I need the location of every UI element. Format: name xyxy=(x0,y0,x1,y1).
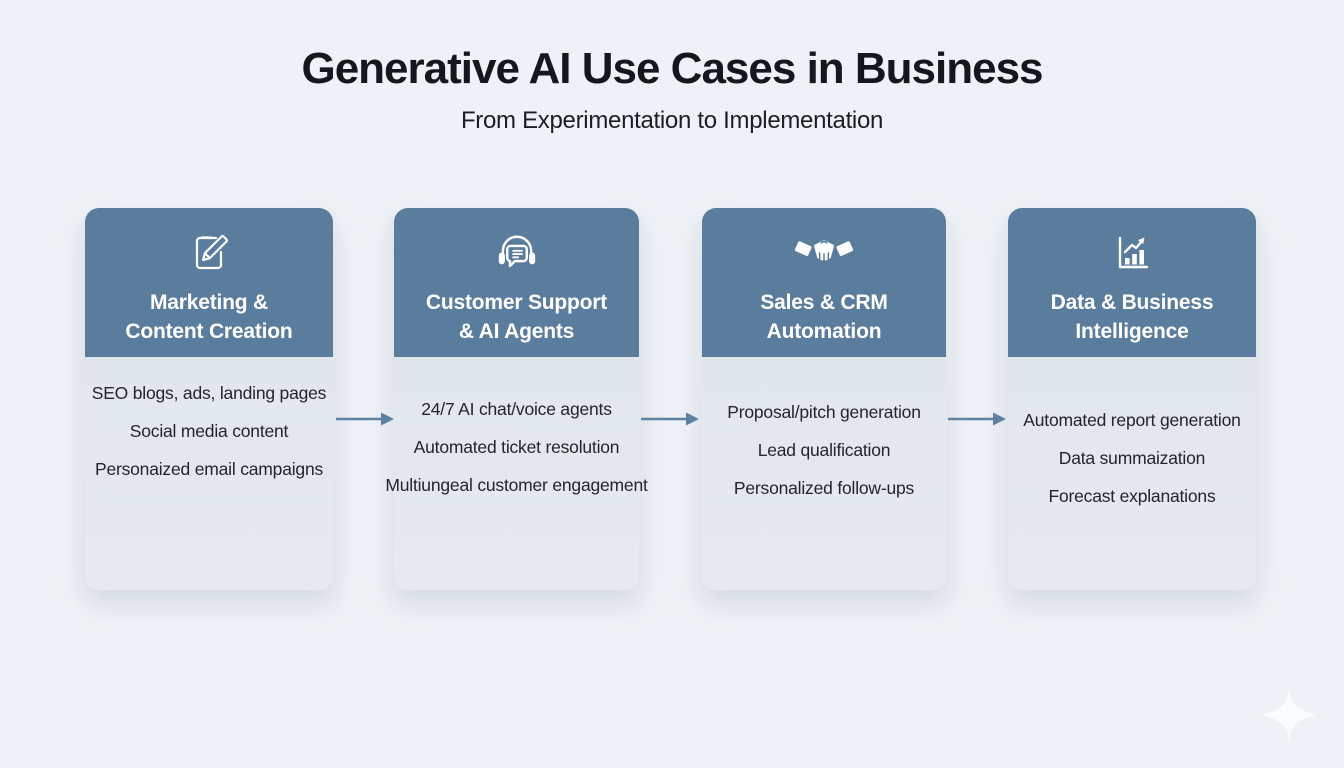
card-header: Data & Business Intelligence xyxy=(1008,208,1256,357)
arrow-right-icon xyxy=(641,410,699,428)
list-item: Proposal/pitch generation xyxy=(727,402,921,422)
list-item: SEO blogs, ads, landing pages xyxy=(91,383,327,403)
list-item: Lead qualification xyxy=(757,440,891,460)
card-title-line2: Automation xyxy=(766,320,882,343)
page-title: Generative AI Use Cases in Business xyxy=(301,44,1043,93)
card-item-list: Automated report generation Data summaiz… xyxy=(1008,357,1256,590)
list-item: Forecast explanations xyxy=(1048,486,1216,506)
card-title-line1: Data & Business xyxy=(1050,291,1214,314)
headset-chat-icon xyxy=(491,228,543,278)
use-case-card-customer-support: Customer Support & AI Agents 24/7 AI cha… xyxy=(385,208,648,590)
card-item-list: Proposal/pitch generation Lead qualifica… xyxy=(702,357,946,590)
list-item: Automated report generation xyxy=(1023,410,1241,430)
card-title-line1: Sales & CRM xyxy=(760,291,888,314)
card-header: Customer Support & AI Agents xyxy=(394,208,639,357)
card-header: Sales & CRM Automation xyxy=(702,208,946,357)
handshake-icon xyxy=(795,228,853,278)
arrow-right-icon xyxy=(948,410,1006,428)
sparkle-icon xyxy=(1260,686,1318,744)
card-title: Customer Support & AI Agents xyxy=(426,288,607,346)
list-item: Multiungeal customer engagement xyxy=(385,475,648,495)
arrow-right-icon xyxy=(336,410,394,428)
list-item: Data summaization xyxy=(1058,448,1206,468)
edit-note-icon xyxy=(185,228,233,278)
card-title-line2: Content Creation xyxy=(125,320,293,343)
page-subtitle: From Experimentation to Implementation xyxy=(460,107,884,134)
list-item: 24/7 AI chat/voice agents xyxy=(421,399,612,419)
bar-chart-icon xyxy=(1108,228,1156,278)
list-item: Personalized follow-ups xyxy=(733,478,915,498)
list-item: Personaized email campaigns xyxy=(94,459,324,479)
use-case-card-sales-crm: Sales & CRM Automation Proposal/pitch ge… xyxy=(702,208,946,590)
card-item-list: 24/7 AI chat/voice agents Automated tick… xyxy=(385,357,648,590)
card-title: Data & Business Intelligence xyxy=(1051,288,1214,346)
list-item: Social media content xyxy=(129,421,289,441)
card-title: Marketing & Content Creation xyxy=(125,288,292,346)
card-item-list: SEO blogs, ads, landing pages Social med… xyxy=(85,357,333,590)
card-title-line2: & AI Agents xyxy=(458,320,575,343)
card-title-line1: Marketing & xyxy=(149,291,268,314)
use-case-card-marketing: Marketing & Content Creation SEO blogs, … xyxy=(85,208,333,590)
card-title-line1: Customer Support xyxy=(425,291,608,314)
use-case-card-data-bi: Data & Business Intelligence Automated r… xyxy=(1008,208,1256,590)
card-title: Sales & CRM Automation xyxy=(760,288,888,346)
card-header: Marketing & Content Creation xyxy=(85,208,333,357)
card-title-line2: Intelligence xyxy=(1075,320,1189,343)
list-item: Automated ticket resolution xyxy=(413,437,620,457)
